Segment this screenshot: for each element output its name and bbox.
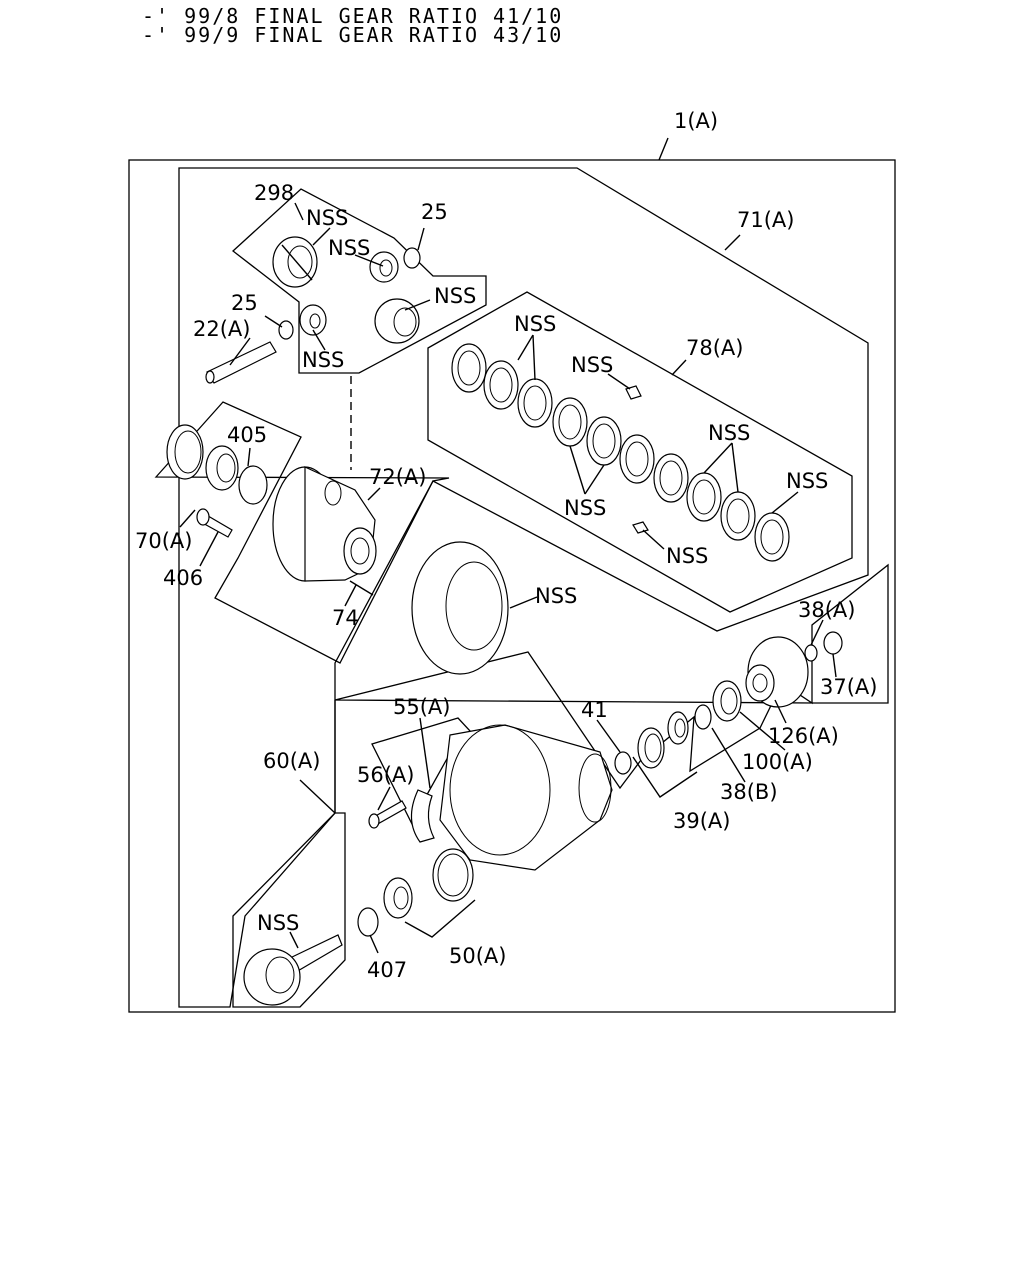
- pin-74: [349, 580, 374, 596]
- shim-407: [357, 907, 379, 937]
- callout-405: 405: [227, 423, 267, 447]
- callout-60a: 60(A): [263, 749, 320, 773]
- companion-flange-126: [745, 636, 809, 708]
- bearing-cup-70: [166, 424, 204, 480]
- callout-298: 298: [254, 181, 294, 205]
- bearing-cone-70: [205, 445, 239, 491]
- group-box-298: [231, 188, 487, 374]
- shim-405: [238, 465, 268, 505]
- ring-gear: [411, 541, 509, 675]
- thrust-washer-25-top: [403, 247, 421, 269]
- callout-78a: 78(A): [686, 336, 743, 360]
- callout-126a: 126(A): [768, 724, 839, 748]
- callout-nss-a: NSS: [306, 206, 348, 230]
- callout-74: 74: [332, 606, 359, 630]
- drive-pinion: [243, 934, 343, 1006]
- group-box-71: [178, 167, 869, 1008]
- group-box-70-72: [154, 401, 450, 664]
- callout-406: 406: [163, 566, 203, 590]
- callout-nss-d: NSS: [302, 348, 344, 372]
- callout-72a: 72(A): [369, 465, 426, 489]
- bolt-406: [196, 508, 233, 538]
- leader-assembly: [658, 137, 669, 161]
- callout-1a: 1(A): [674, 109, 718, 133]
- callout-nss-c: NSS: [434, 284, 476, 308]
- differential-case-72: [272, 466, 377, 582]
- side-gear-lower: [374, 298, 420, 344]
- bolt-56: [368, 800, 407, 829]
- callout-100a: 100(A): [742, 750, 813, 774]
- callout-56a: 56(A): [357, 763, 414, 787]
- header-line-2: -' 99/9 FINAL GEAR RATIO 43/10: [142, 23, 564, 47]
- side-gear-upper: [272, 236, 318, 288]
- cross-shaft-22: [205, 341, 277, 384]
- bearing-cup-39: [637, 727, 665, 769]
- washer-38a: [804, 644, 818, 662]
- callout-nss-b: NSS: [328, 236, 370, 260]
- callout-25-left: 25: [231, 291, 258, 315]
- bearing-cap-55: [410, 789, 435, 843]
- callout-41: 41: [581, 698, 608, 722]
- thrust-washer-25-left: [278, 320, 294, 340]
- callout-nss-g: NSS: [708, 421, 750, 445]
- callout-38a: 38(A): [798, 598, 855, 622]
- header-line-1: -' 99/8 FINAL GEAR RATIO 41/10: [142, 4, 564, 28]
- carrier-housing: [439, 724, 613, 871]
- callout-55a: 55(A): [393, 695, 450, 719]
- spacer-38b: [694, 704, 712, 730]
- oil-seal-100: [712, 680, 742, 722]
- callout-71a: 71(A): [737, 208, 794, 232]
- leader-lines: [179, 202, 837, 954]
- callout-nss-f: NSS: [571, 353, 613, 377]
- group-box-78: [427, 291, 853, 613]
- callout-nss-i: NSS: [786, 469, 828, 493]
- pinion-gear-lower: [299, 304, 327, 336]
- callout-70a: 70(A): [135, 529, 192, 553]
- callout-nss-j: NSS: [666, 544, 708, 568]
- clutch-plates: [451, 343, 790, 562]
- callout-50a: 50(A): [449, 944, 506, 968]
- nut-37: [823, 631, 843, 655]
- assembly-frame: [128, 159, 896, 1013]
- callout-25-top: 25: [421, 200, 448, 224]
- callout-407: 407: [367, 958, 407, 982]
- oil-seal-41: [614, 751, 632, 775]
- group-box-39: [632, 756, 698, 798]
- clutch-key-lower: [632, 521, 649, 534]
- callout-nss-h: NSS: [564, 496, 606, 520]
- callout-nss-ring: NSS: [535, 584, 577, 608]
- bearing-cup-50: [432, 848, 474, 902]
- callout-37a: 37(A): [820, 675, 877, 699]
- callout-22a: 22(A): [193, 317, 250, 341]
- pinion-gear-upper: [369, 251, 399, 283]
- bearing-cone-50: [383, 877, 413, 919]
- callout-nss-pinion: NSS: [257, 911, 299, 935]
- callout-38b: 38(B): [720, 780, 778, 804]
- callout-39a: 39(A): [673, 809, 730, 833]
- group-box-50: [404, 899, 476, 938]
- bearing-cone-39: [667, 711, 689, 745]
- callout-nss-e: NSS: [514, 312, 556, 336]
